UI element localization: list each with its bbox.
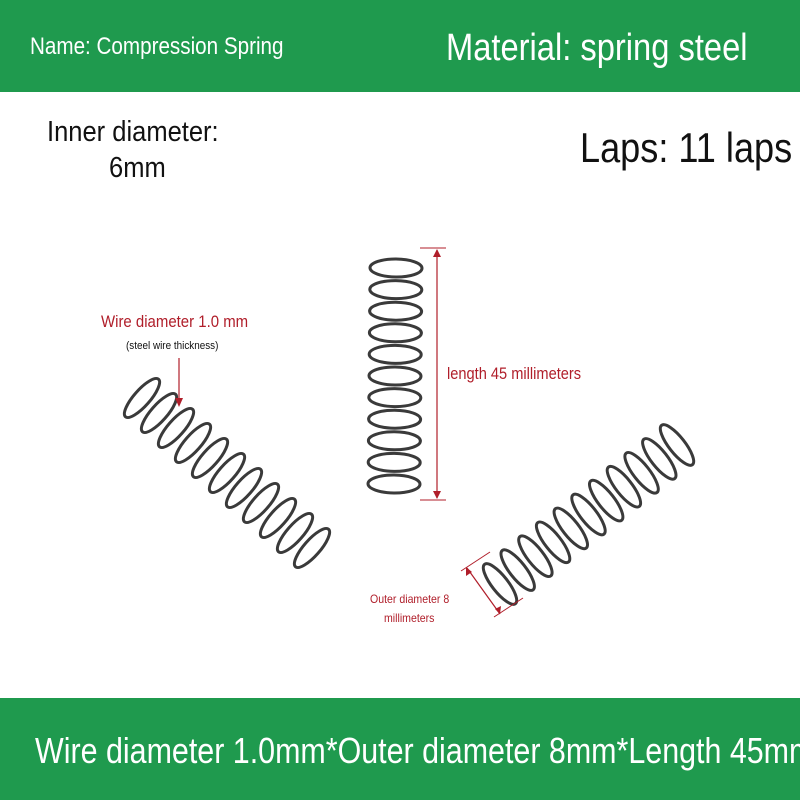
- spring-coil: [122, 377, 162, 419]
- length-dimension-line: [420, 247, 446, 501]
- spring-coil: [258, 497, 298, 539]
- spring-coil: [368, 279, 424, 301]
- wire-diameter-pointer: [175, 358, 183, 407]
- spring-coil: [499, 548, 536, 592]
- inner-diameter-value: 6mm: [109, 152, 166, 184]
- outer-diameter-annotation: Outer diameter 8: [370, 592, 450, 606]
- spring-coil: [139, 392, 179, 434]
- spring-coil: [367, 343, 423, 365]
- outer-diameter-dimension: [460, 551, 524, 618]
- product-name: Name: Compression Spring: [30, 33, 284, 60]
- spring-right: [481, 423, 696, 606]
- header-band: [0, 0, 800, 92]
- spring-coil: [190, 437, 230, 479]
- spring-coil: [641, 437, 678, 481]
- spring-left: [122, 377, 332, 569]
- spring-coil: [366, 451, 422, 473]
- spring-coil: [224, 467, 264, 509]
- spring-coil: [588, 478, 625, 523]
- spring-coil: [367, 322, 423, 344]
- material-label: Material: spring steel: [446, 27, 748, 69]
- spring-coil: [534, 520, 572, 565]
- spring-coil: [623, 451, 660, 495]
- spring-coil: [367, 408, 423, 430]
- spec-summary: Wire diameter 1.0mm*Outer diameter 8mm*L…: [35, 730, 800, 771]
- inner-diameter-label: Inner diameter:: [47, 116, 219, 148]
- spring-coil: [367, 387, 423, 409]
- spring-coil: [173, 422, 213, 464]
- spring-coil: [241, 482, 281, 524]
- spring-coil: [366, 473, 422, 495]
- spring-coil: [570, 492, 607, 537]
- spring-coil: [292, 527, 332, 569]
- spring-coil: [517, 534, 554, 578]
- spring-coil: [605, 464, 643, 509]
- laps-label: Laps: 11 laps: [580, 124, 793, 171]
- spring-coil: [366, 430, 422, 452]
- footer-band: [0, 698, 800, 800]
- spring-coil: [658, 423, 696, 467]
- wire-thickness-note: (steel wire thickness): [126, 340, 219, 352]
- spring-coil: [481, 562, 519, 606]
- spring-coil: [275, 512, 315, 554]
- spring-coil: [368, 300, 424, 322]
- spring-middle: [366, 257, 424, 495]
- outer-diameter-unit: millimeters: [384, 611, 435, 625]
- wire-diameter-annotation: Wire diameter 1.0 mm: [101, 312, 249, 331]
- spring-coil: [368, 257, 424, 279]
- spring-coil: [367, 365, 423, 387]
- spring-coil: [207, 452, 247, 494]
- spring-coil: [156, 407, 196, 449]
- length-annotation: length 45 millimeters: [447, 364, 582, 383]
- spring-coil: [552, 506, 589, 551]
